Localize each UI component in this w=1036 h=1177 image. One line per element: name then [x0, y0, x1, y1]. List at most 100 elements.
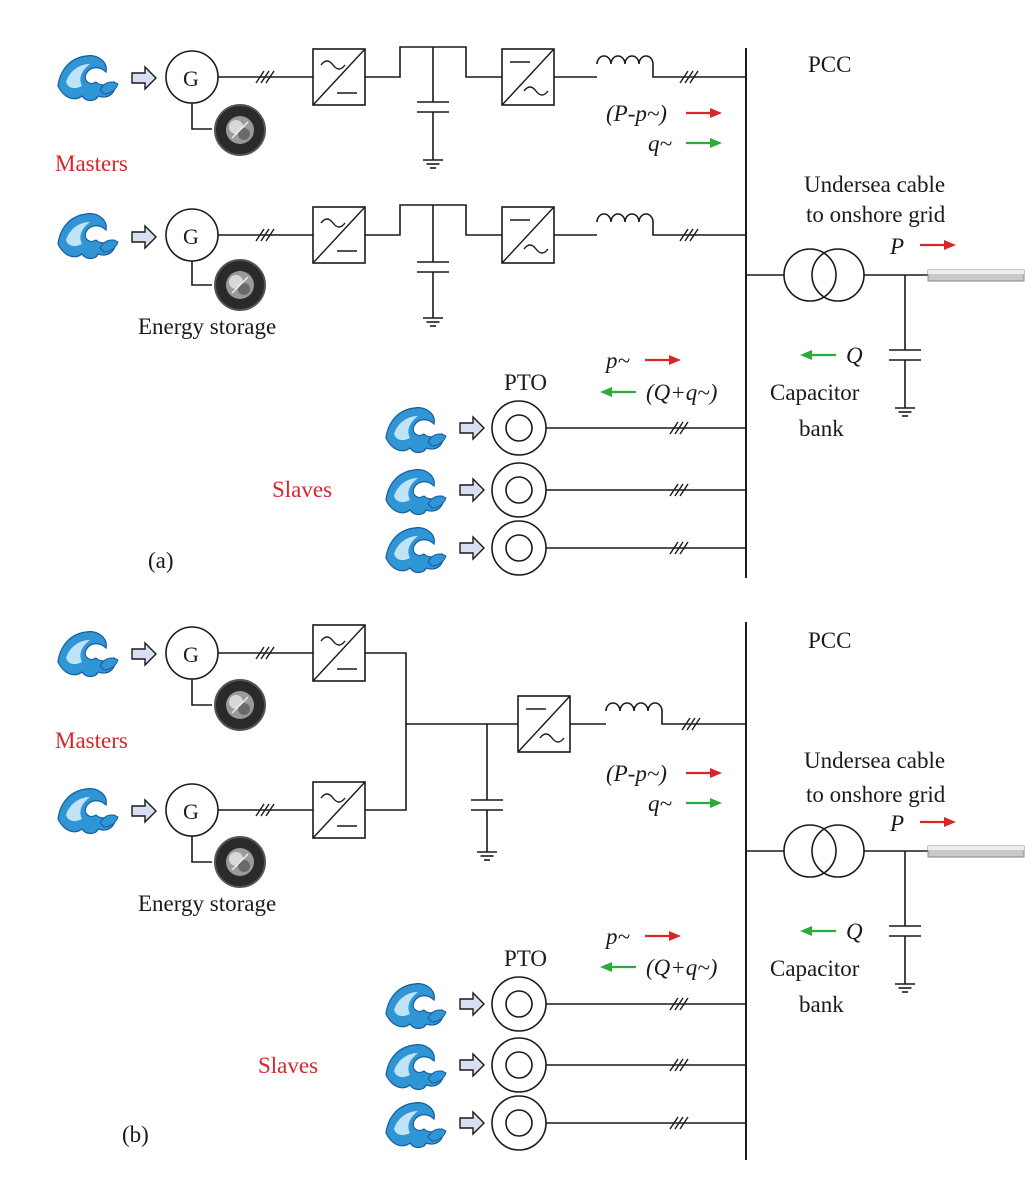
red-arrow-icon: [918, 238, 958, 252]
wave-icon: [57, 55, 119, 102]
inductor-symbol: [596, 55, 654, 65]
capacitor-label-line1: Capacitor: [770, 380, 860, 405]
panel-b-tag: (b): [122, 1122, 149, 1147]
rectifier-box: [312, 624, 366, 682]
panel-b: PCC G Masters G Energy stora: [55, 622, 1025, 1160]
cable-label-line1: Undersea cable: [804, 748, 945, 773]
generator-label: G: [183, 642, 199, 667]
arrow-icon: [131, 642, 157, 666]
pto-inner-ring: [505, 1109, 533, 1137]
wave-icon: [57, 631, 119, 678]
arrow-icon: [131, 799, 157, 823]
energy-storage-label: Energy storage: [138, 314, 276, 339]
arrow-icon: [459, 478, 485, 502]
energy-storage-label: Energy storage: [138, 891, 276, 916]
green-arrow-icon: [798, 924, 838, 938]
arrow-icon: [459, 536, 485, 560]
slave-1: [385, 400, 746, 456]
pto-outer-ring: [491, 976, 547, 1032]
flywheel-icon: [214, 679, 266, 731]
rectifier-box: [312, 781, 366, 839]
pto-inner-ring: [505, 1051, 533, 1079]
ground-icon: [422, 159, 444, 169]
slaves-label: Slaves: [258, 1053, 318, 1078]
green-arrow-icon: [684, 796, 724, 810]
capacitor-label-line2: bank: [799, 416, 844, 441]
flow-slave-p: p~: [604, 924, 631, 949]
ground-icon: [476, 851, 498, 861]
pto-outer-ring: [491, 462, 547, 518]
green-arrow-icon: [684, 136, 724, 150]
wave-icon: [385, 983, 447, 1030]
wave-icon: [385, 1102, 447, 1149]
wave-icon: [385, 527, 447, 574]
master-1: G: [57, 46, 746, 169]
pto-inner-ring: [505, 534, 533, 562]
green-arrow-icon: [598, 385, 638, 399]
q-label: Q: [846, 343, 863, 368]
pto-inner-ring: [505, 414, 533, 442]
flow-master-p: (P-p~): [606, 761, 667, 786]
flow-master-p: (P-p~): [606, 101, 667, 126]
transformer-winding-1: [783, 824, 837, 878]
flywheel-icon: [214, 836, 266, 888]
rectifier-box: [312, 206, 366, 264]
flow-slave-p: p~: [604, 348, 631, 373]
generator-label: G: [183, 799, 199, 824]
generator-label: G: [183, 224, 199, 249]
p-label: P: [889, 811, 904, 836]
red-arrow-icon: [684, 106, 724, 120]
inductor-symbol: [596, 213, 654, 223]
master-1: G: [57, 624, 407, 811]
q-label: Q: [846, 919, 863, 944]
slaves-label: Slaves: [272, 477, 332, 502]
wave-icon: [57, 788, 119, 835]
cable-icon: [927, 845, 1025, 858]
cable-icon: [927, 269, 1025, 282]
arrow-icon: [459, 1111, 485, 1135]
transformer-winding-2: [811, 824, 865, 878]
flywheel-icon: [214, 104, 266, 156]
arrow-icon: [459, 416, 485, 440]
ground-icon: [894, 983, 916, 993]
pto-inner-ring: [505, 476, 533, 504]
pto-outer-ring: [491, 520, 547, 576]
generator-label: G: [183, 66, 199, 91]
flow-slave-q: (Q+q~): [646, 955, 717, 980]
cable-label-line1: Undersea cable: [804, 172, 945, 197]
inverter-box: [517, 695, 571, 753]
arrow-icon: [459, 1053, 485, 1077]
masters-label: Masters: [55, 151, 128, 176]
slave-2: [385, 1037, 746, 1093]
p-label: P: [889, 234, 904, 259]
panel-a: PCC G Masters (P-p~): [55, 46, 1025, 578]
masters-label: Masters: [55, 728, 128, 753]
capacitor-label-line1: Capacitor: [770, 956, 860, 981]
wave-icon: [385, 407, 447, 454]
inductor-symbol: [605, 702, 663, 712]
inverter-box: [501, 48, 555, 106]
pto-outer-ring: [491, 400, 547, 456]
red-arrow-icon: [918, 815, 958, 829]
red-arrow-icon: [643, 353, 683, 367]
wave-icon: [57, 213, 119, 260]
flywheel-icon: [214, 259, 266, 311]
green-arrow-icon: [798, 348, 838, 362]
master-2: G: [57, 781, 366, 888]
wave-icon: [385, 469, 447, 516]
slave-2: [385, 462, 746, 518]
pto-label: PTO: [504, 370, 547, 395]
flow-master-q: q~: [648, 131, 673, 156]
transformer-winding-1: [783, 248, 837, 302]
flow-slave-q: (Q+q~): [646, 380, 717, 405]
pto-label: PTO: [504, 946, 547, 971]
inverter-box: [501, 206, 555, 264]
pcc-label: PCC: [808, 628, 851, 653]
red-arrow-icon: [684, 766, 724, 780]
wave-icon: [385, 1044, 447, 1091]
panel-a-tag: (a): [148, 548, 174, 573]
capacitor-label-line2: bank: [799, 992, 844, 1017]
pto-outer-ring: [491, 1095, 547, 1151]
red-arrow-icon: [643, 929, 683, 943]
